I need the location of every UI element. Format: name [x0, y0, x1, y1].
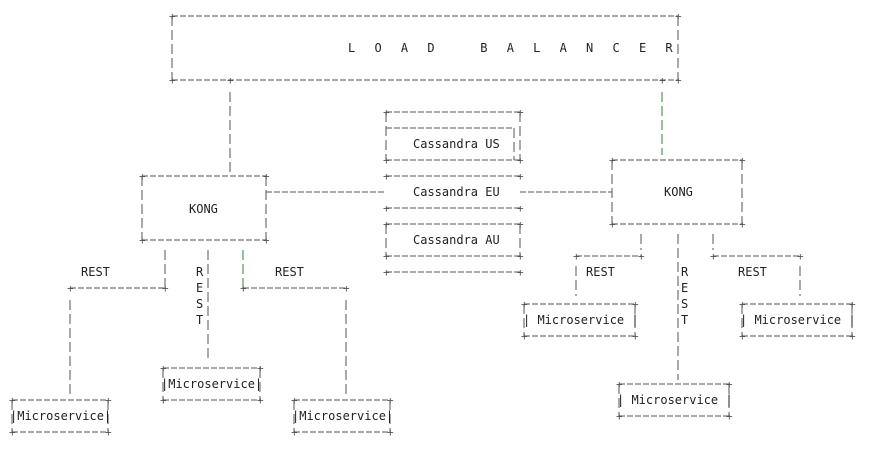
ms-left-right-box-corner-tr: +: [387, 394, 394, 407]
ms-right-mid-box-corner-tl: +: [616, 378, 623, 391]
rest-vertical-t-left: T: [196, 313, 204, 327]
kong-right-box-corner-br: +: [739, 218, 746, 231]
rest-label-left: REST: [81, 265, 110, 279]
load-balancer-label: L O A D B A L A N C E R: [348, 41, 679, 55]
ms-left-mid-box-corner-tl: +: [160, 362, 167, 375]
kong-left-box-corner-bl: +: [139, 234, 146, 247]
rest-label-right-right: REST: [738, 265, 767, 279]
kong-right-label: KONG: [664, 185, 693, 199]
ms-right-left-box-corner-tr: +: [632, 298, 639, 311]
kong-right-box-corner-tl: +: [609, 154, 616, 167]
cassandra-au-label: Cassandra AU: [413, 233, 500, 247]
cas-p4: +: [517, 202, 524, 215]
ms-right-left-box-corner-bl: +: [521, 330, 528, 343]
rest-vertical-e-right: E: [681, 281, 689, 295]
ms-right-right-box-corner-br: +: [849, 330, 856, 343]
rest-vertical-t-right: T: [681, 313, 689, 327]
ms-left-right-box-corner-bl: +: [291, 426, 298, 439]
cas-p3: +: [383, 202, 390, 215]
kong-right-box-corner-bl: +: [609, 218, 616, 231]
cas-p10: +: [517, 266, 524, 279]
cas-p2: +: [517, 170, 524, 183]
rest-vertical-e-left: E: [196, 281, 204, 295]
microservice-left-left: |Microservice|: [10, 409, 112, 423]
ms-left-left-box-corner-bl: +: [9, 426, 16, 439]
microservice-left-mid: |Microservice|: [161, 377, 263, 391]
rest-vertical-s-right: S: [681, 297, 689, 311]
cassandra-eu-label: Cassandra EU: [413, 185, 500, 199]
kl-p3: +: [240, 282, 247, 295]
kl-p1: +: [162, 282, 169, 295]
cassandra-box-us-outer-corner-tr: +: [517, 106, 524, 119]
cas-p5: +: [383, 218, 390, 231]
load-balancer-box-corner-bl: +: [169, 74, 176, 87]
cas-p1: +: [383, 170, 390, 183]
rest-label-left-right: REST: [275, 265, 304, 279]
ms-left-left-box-corner-tl: +: [9, 394, 16, 407]
microservice-right-left: | Microservice |: [523, 313, 639, 327]
ms-right-mid-box-corner-br: +: [726, 410, 733, 423]
kong-left-box-corner-tr: +: [263, 170, 270, 183]
cas-p6: +: [517, 218, 524, 231]
ms-left-left-box-corner-tr: +: [105, 394, 112, 407]
cassandra-box-us-outer-corner-br: +: [517, 154, 524, 167]
cassandra-us-label: Cassandra US: [413, 137, 500, 151]
kl-p2: +: [67, 282, 74, 295]
ms-left-mid-box-corner-tr: +: [257, 362, 264, 375]
kong-left-box-corner-tl: +: [139, 170, 146, 183]
kr-p2: +: [638, 250, 645, 263]
ms-left-mid-box-corner-bl: +: [160, 394, 167, 407]
ms-left-right-box-corner-br: +: [387, 426, 394, 439]
kl-p4: +: [343, 282, 350, 295]
rest-vertical-s-left: S: [196, 297, 204, 311]
cas-p8: +: [517, 250, 524, 263]
ms-right-left-box-corner-tl: +: [521, 298, 528, 311]
kr-p4: +: [797, 250, 804, 263]
load-balancer-box-corner-br: +: [675, 74, 682, 87]
load-balancer-box-corner-tr: +: [675, 10, 682, 23]
ms-right-right-box-corner-tr: +: [849, 298, 856, 311]
lb-tap-right: +: [659, 74, 666, 87]
ms-left-mid-box-corner-br: +: [257, 394, 264, 407]
ms-right-left-box-corner-br: +: [632, 330, 639, 343]
kong-left-label: KONG: [189, 202, 218, 216]
ms-right-right-box-corner-bl: +: [739, 330, 746, 343]
cas-p7: +: [383, 250, 390, 263]
cassandra-box-us-outer-corner-bl: +: [383, 154, 390, 167]
ms-right-mid-box-corner-bl: +: [616, 410, 623, 423]
rest-vertical-r-right: R: [681, 265, 689, 279]
ms-left-left-box-corner-br: +: [105, 426, 112, 439]
cassandra-box-us-outer-corner-tl: +: [383, 106, 390, 119]
load-balancer-box-corner-tl: +: [169, 10, 176, 23]
kong-right-box-corner-tr: +: [739, 154, 746, 167]
ms-right-right-box-corner-tl: +: [739, 298, 746, 311]
rest-vertical-r-left: R: [196, 265, 204, 279]
ms-left-right-box-corner-tl: +: [291, 394, 298, 407]
kr-p1: +: [573, 250, 580, 263]
lb-tap-left: +: [227, 74, 234, 87]
kr-p3: +: [710, 250, 717, 263]
rest-label-right-left: REST: [586, 265, 615, 279]
microservice-right-right: | Microservice |: [740, 313, 856, 327]
ms-right-mid-box-corner-tr: +: [726, 378, 733, 391]
microservice-left-right: |Microservice|: [292, 409, 394, 423]
cas-p9: +: [383, 266, 390, 279]
kong-left-box-corner-br: +: [263, 234, 270, 247]
microservice-right-mid: | Microservice |: [617, 393, 733, 407]
